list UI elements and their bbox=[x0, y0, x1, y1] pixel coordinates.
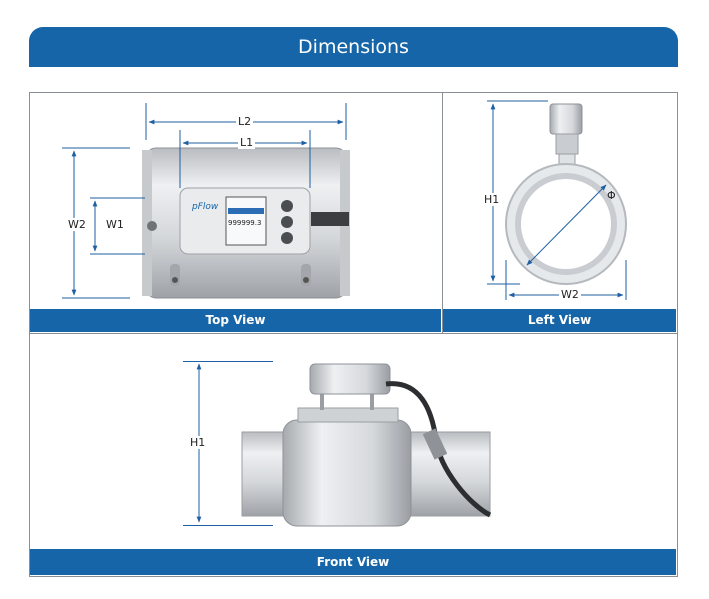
dim-label-h1-front: H1 bbox=[188, 436, 208, 449]
dim-label-w2-left: W2 bbox=[559, 288, 581, 301]
section-title: Dimensions bbox=[29, 27, 678, 67]
left-view-drawing bbox=[487, 100, 627, 300]
dim-label-w1: W1 bbox=[104, 218, 126, 231]
top-view-caption: Top View bbox=[30, 309, 441, 332]
dim-label-h1-left: H1 bbox=[482, 193, 502, 206]
front-view-drawing bbox=[183, 361, 492, 527]
dim-label-phi: Φ bbox=[607, 189, 616, 202]
device-brand: pFlow bbox=[192, 202, 219, 212]
device-screen-reading: 999999.3 bbox=[228, 219, 262, 227]
top-view-drawing bbox=[62, 103, 350, 299]
front-view-caption: Front View bbox=[30, 549, 676, 575]
dim-label-w2: W2 bbox=[66, 218, 88, 231]
dim-label-l2: L2 bbox=[236, 115, 254, 128]
left-view-caption: Left View bbox=[443, 309, 676, 332]
dim-label-l1: L1 bbox=[238, 136, 256, 149]
